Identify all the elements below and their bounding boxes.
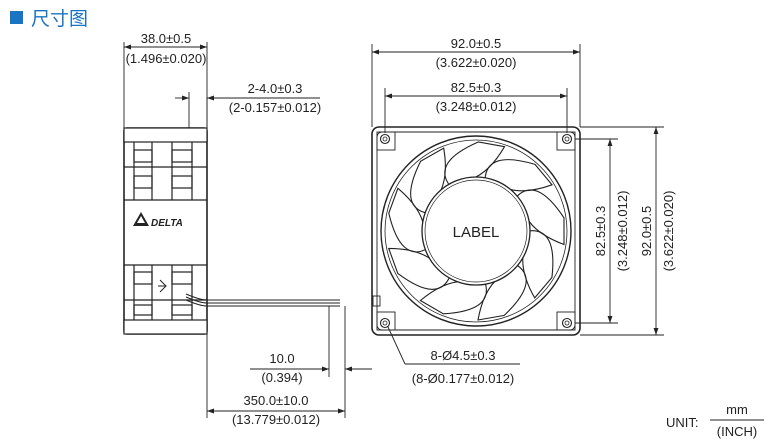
hole-height-mm: 82.5±0.3 (593, 206, 608, 257)
strip-mm: 10.0 (269, 351, 294, 366)
brand-text: DELTA (151, 218, 183, 229)
holes-inch: (8-Ø0.177±0.012) (412, 371, 515, 386)
fan-blade (477, 263, 527, 321)
depth-inch: (1.496±0.020) (126, 51, 207, 66)
frame-height-mm: 92.0±0.5 (639, 206, 654, 257)
frame-width-mm: 92.0±0.5 (451, 36, 502, 51)
mount-inch: (2-0.157±0.012) (229, 100, 321, 115)
mounting-hole-br (561, 317, 573, 329)
hole-width-inch: (3.248±0.012) (436, 99, 517, 114)
mounting-hole-tr (561, 133, 573, 145)
unit-top: mm (726, 402, 748, 417)
holes-mm: 8-Ø4.5±0.3 (431, 348, 496, 363)
unit-bottom: (INCH) (717, 424, 757, 439)
strip-inch: (0.394) (261, 370, 302, 385)
fan-blade (515, 189, 565, 246)
fan-blade (387, 247, 451, 290)
front-view (371, 126, 581, 336)
mounting-hole-tl (379, 133, 391, 145)
mounting-hole-bl (379, 317, 391, 329)
units-legend: UNIT: mm (INCH) (666, 402, 764, 439)
frame-width-inch: (3.622±0.020) (436, 55, 517, 70)
hub-label: LABEL (453, 224, 500, 241)
side-dimensions (123, 42, 372, 418)
fan-blade (388, 187, 428, 253)
lead-mm: 350.0±10.0 (244, 393, 309, 408)
corner-pad-tr (556, 131, 576, 151)
fan-blade (410, 147, 446, 214)
heading-title: 尺寸图 (31, 8, 89, 30)
heading-square-icon (10, 11, 23, 24)
section-heading: 尺寸图 (10, 4, 88, 31)
lead-inch: (13.779±0.012) (232, 412, 320, 427)
mount-mm: 2-4.0±0.3 (248, 81, 303, 96)
fan-blade (444, 141, 506, 187)
hole-width-mm: 82.5±0.3 (451, 80, 502, 95)
side-view (123, 127, 340, 335)
frame-height-inch: (3.622±0.020) (661, 191, 676, 272)
front-dimensions (371, 44, 664, 365)
corner-pad-bl (376, 311, 396, 331)
fan-blade (419, 280, 487, 315)
corner-pad-br (556, 311, 576, 331)
corner-pad-tl (376, 131, 396, 151)
hole-height-inch: (3.248±0.012) (615, 191, 630, 272)
fan-blade (484, 159, 553, 192)
delta-logo-icon: DELTA (133, 212, 183, 229)
depth-mm: 38.0±0.5 (141, 31, 192, 46)
unit-label: UNIT: (666, 415, 699, 430)
